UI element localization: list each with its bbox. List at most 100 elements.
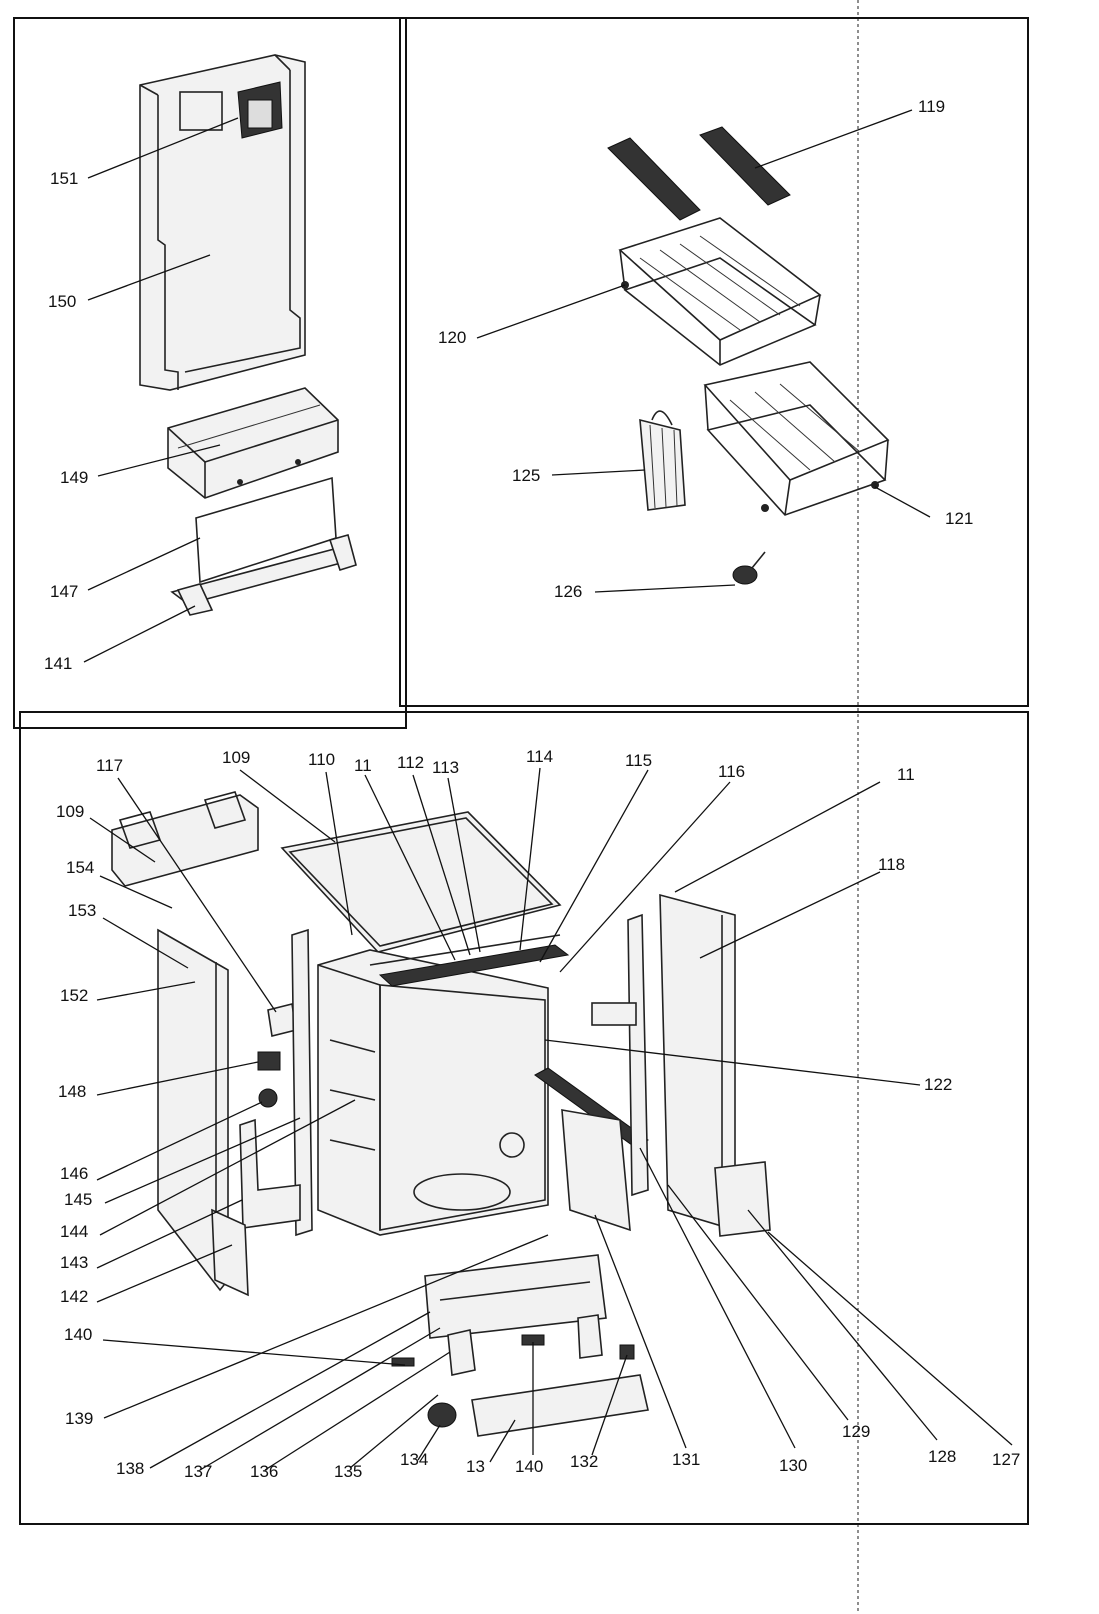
clip-140-left	[391, 1357, 415, 1367]
panel-door-assembly: 151 150 149 147 141	[13, 17, 407, 729]
plate-142	[211, 1208, 249, 1297]
base-frame-138	[424, 1254, 607, 1339]
clip-132	[619, 1344, 635, 1360]
left-rail	[291, 928, 313, 1237]
callout-115: 115	[625, 751, 652, 770]
leader-141	[83, 605, 196, 663]
leader-137	[199, 1327, 441, 1471]
callout-153: 153	[68, 901, 96, 920]
leader-117	[117, 777, 277, 1013]
pump-134	[427, 1402, 457, 1428]
callout-118: 118	[878, 855, 905, 874]
control-panel-149	[167, 387, 339, 499]
door-panel-150	[139, 54, 306, 391]
leader-131	[594, 1214, 687, 1449]
callout-137: 137	[184, 1462, 212, 1481]
leader-110	[325, 771, 353, 936]
leader-152	[96, 981, 196, 1001]
callout-150: 150	[48, 292, 76, 311]
leader-122	[544, 1039, 921, 1086]
callout-120: 120	[438, 328, 466, 347]
leader-132	[591, 1354, 628, 1456]
leader-129	[667, 1184, 849, 1421]
leader-138	[149, 1311, 431, 1469]
hinge-bracket-141	[170, 534, 357, 616]
callout-109-top: 109	[222, 748, 250, 767]
callout-113: 113	[432, 758, 459, 777]
leader-125	[551, 469, 646, 476]
callout-13: 13	[466, 1457, 485, 1476]
leader-145	[104, 1117, 301, 1204]
callout-145: 145	[64, 1190, 92, 1209]
leader-140-left	[102, 1339, 406, 1366]
leader-113	[447, 777, 481, 953]
callout-11-right: 11	[897, 765, 915, 784]
leader-153	[102, 917, 189, 969]
leader-149	[97, 444, 221, 477]
bracket-109	[111, 791, 259, 887]
callout-144: 144	[60, 1222, 88, 1241]
callout-154: 154	[66, 858, 94, 877]
callout-127: 127	[992, 1450, 1020, 1469]
rack-wheel-126	[732, 551, 766, 585]
callout-136: 136	[250, 1462, 278, 1481]
callout-121: 121	[945, 509, 973, 528]
leader-112	[412, 774, 471, 956]
callout-122: 122	[924, 1075, 952, 1094]
panel-rack-assembly: 119 120 125 121 126	[399, 17, 1029, 707]
callout-148: 148	[58, 1082, 86, 1101]
callout-129: 129	[842, 1422, 870, 1441]
callout-135: 135	[334, 1462, 362, 1481]
leader-154	[99, 875, 173, 909]
callout-151: 151	[50, 169, 78, 188]
callout-112: 112	[397, 753, 424, 772]
callout-109-left: 109	[56, 802, 84, 821]
leader-147	[87, 537, 201, 591]
callout-143: 143	[60, 1253, 88, 1272]
bracket-117	[267, 1003, 297, 1037]
kick-panel-13	[471, 1374, 649, 1437]
top-rails	[369, 934, 570, 987]
callout-138: 138	[116, 1459, 144, 1478]
panel-door-assembly-frame	[13, 17, 407, 729]
callout-114: 114	[526, 747, 553, 766]
leader-135	[349, 1394, 439, 1469]
callout-11-left: 11	[354, 756, 372, 775]
tine-rows-119	[607, 126, 791, 221]
leader-130	[639, 1147, 796, 1449]
leader-136	[264, 1351, 451, 1471]
rail-right	[627, 913, 649, 1197]
upper-rack-120	[618, 217, 822, 366]
side-panel-153	[157, 928, 229, 1292]
callout-141: 141	[44, 654, 72, 673]
leader-115	[539, 769, 649, 963]
leader-128	[747, 1209, 938, 1441]
leader-118	[699, 871, 881, 959]
panel-tub-assembly-frame	[19, 711, 1029, 1525]
leader-151	[87, 117, 239, 179]
leader-119	[754, 109, 913, 169]
dispenser-151	[237, 81, 283, 139]
callout-131: 131	[672, 1450, 700, 1469]
callout-119: 119	[918, 97, 945, 116]
leader-144	[99, 1099, 356, 1236]
leader-127	[767, 1231, 1013, 1446]
leader-13	[489, 1419, 516, 1463]
callout-134: 134	[400, 1450, 428, 1469]
callout-146: 146	[60, 1164, 88, 1183]
callout-125: 125	[512, 466, 540, 485]
callout-132: 132	[570, 1452, 598, 1471]
leader-148	[96, 1061, 259, 1096]
panel-tub-assembly: 117 109 109 110 11 112 113 114 115 116 1…	[19, 711, 1029, 1525]
cutlery-basket-125	[639, 410, 686, 511]
callout-152: 152	[60, 986, 88, 1005]
panel-rack-assembly-frame	[399, 17, 1029, 707]
side-panel-right-lower	[561, 1109, 631, 1232]
leader-146	[96, 1101, 263, 1181]
tub-body	[317, 949, 549, 1236]
callout-128: 128	[928, 1447, 956, 1466]
leader-143	[96, 1199, 243, 1269]
leader-126	[594, 584, 736, 593]
worktop-110	[280, 811, 562, 953]
